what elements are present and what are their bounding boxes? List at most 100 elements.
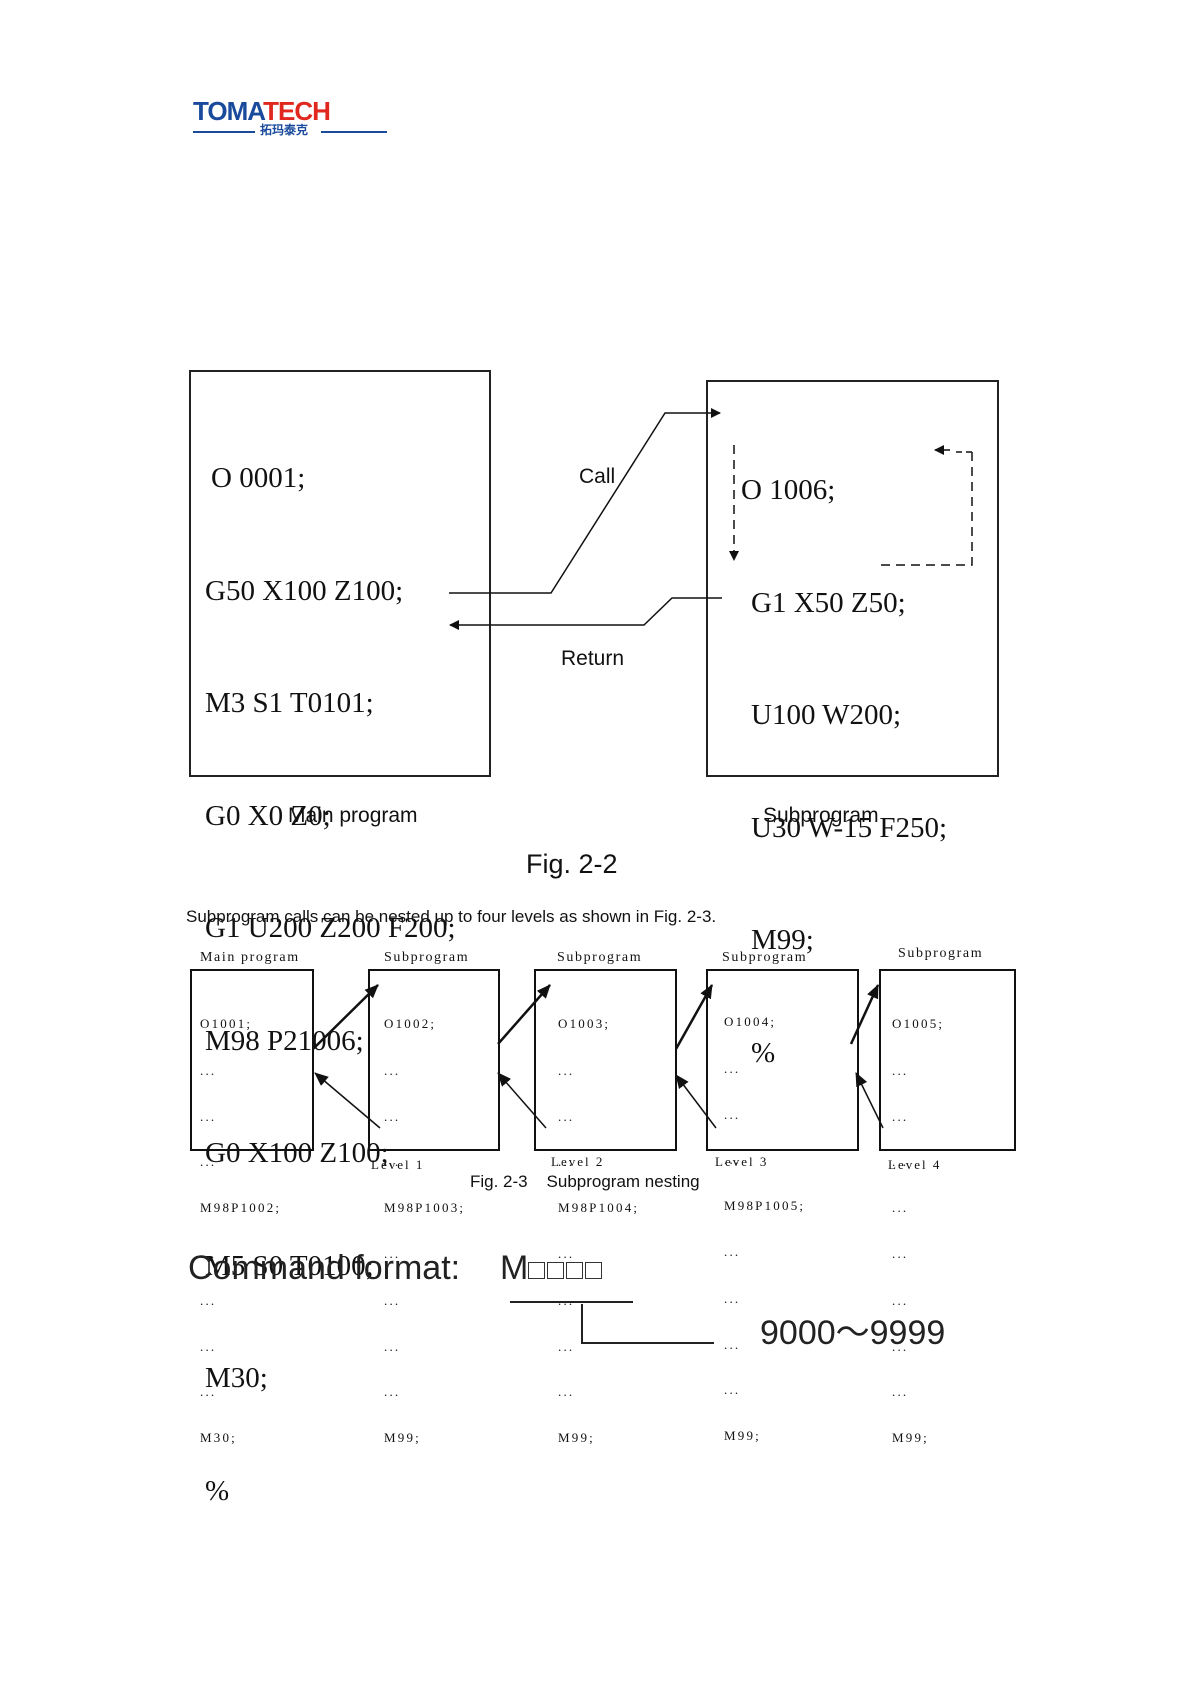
return-arrow (449, 597, 722, 630)
call-label: Call (579, 465, 616, 488)
code-line: ... (384, 1339, 401, 1354)
code-line: G50 X100 Z100; (205, 574, 404, 607)
code-line: ... (200, 1246, 217, 1261)
nest-return-arrow-3 (675, 1074, 717, 1129)
level-label-4: Level 4 (888, 1157, 942, 1172)
code-line: % (751, 1036, 776, 1069)
code-line: M99; (384, 1429, 421, 1445)
code-line: ... (558, 1109, 575, 1124)
code-line: ... (384, 1109, 401, 1124)
code-line: M99; (724, 1427, 761, 1443)
code-line: M99; (558, 1429, 595, 1445)
digit-placeholder-box (566, 1262, 584, 1279)
code-line: ... (724, 1244, 741, 1259)
code-line: ... (384, 1292, 401, 1308)
col-head-sub4: Subprogram (898, 946, 984, 961)
code-line: ... (384, 1062, 401, 1078)
loop-dashed-right (880, 452, 973, 566)
logo-rule-left (193, 131, 255, 133)
code-line: ... (892, 1292, 909, 1308)
nest-box-main: O1001; ... ... ... M98P1002; ... ... ...… (190, 969, 314, 1445)
code-line: M99; (892, 1429, 929, 1445)
nest-box-level4: O1005; ... ... ... ... ... ... ... ... M… (879, 969, 1016, 1445)
code-line: ... (724, 1107, 741, 1122)
main-program-box: O 0001; G50 X100 Z100; M3 S1 T0101; G0 X… (189, 370, 491, 1507)
nest-code-level1: O1002; ... ... ... M98P1003; ... ... ...… (384, 985, 465, 1476)
code-line: ... (200, 1062, 217, 1078)
nest-return-arrow-4 (855, 1072, 884, 1129)
command-format-label: Command format: (188, 1249, 461, 1287)
col-head-sub2: Subprogram (557, 950, 643, 965)
code-line: M98P1003; (384, 1199, 466, 1215)
logo-rule-right (321, 131, 387, 133)
digit-placeholder-box (547, 1262, 565, 1279)
code-line: ... (558, 1153, 575, 1169)
code-line: ... (200, 1109, 217, 1124)
command-format-code: M (500, 1249, 604, 1288)
main-program-code: O 0001; G50 X100 Z100; M3 S1 T0101; G0 X… (205, 385, 456, 1585)
nest-call-arrow-1 (312, 984, 379, 1050)
col-head-sub3: Subprogram (722, 950, 808, 965)
return-label: Return (561, 647, 625, 670)
code-line: ... (200, 1153, 217, 1169)
col-head-main: Main program (200, 950, 300, 965)
code-line: G1 X50 Z50; (751, 586, 906, 619)
code-line: ... (558, 1339, 575, 1354)
digit-placeholder-box (585, 1262, 603, 1279)
code-line: ... (200, 1383, 217, 1399)
code-line: M98P1002; (200, 1199, 282, 1215)
nest-return-arrow-2 (497, 1072, 547, 1129)
code-line: O 0001; (211, 462, 306, 494)
code-line: ... (724, 1381, 741, 1397)
code-line: O1005; (892, 1016, 945, 1031)
code-line: O1002; (384, 1016, 437, 1031)
col-head-sub1: Subprogram (384, 950, 470, 965)
code-line: M98P1004; (558, 1199, 640, 1215)
code-line: G1 U200 Z200 F200; (205, 912, 456, 944)
command-range: 9000～9999 (760, 1314, 946, 1352)
code-line: ... (724, 1060, 741, 1076)
command-letter: M (500, 1249, 529, 1287)
code-line: M30; (200, 1429, 237, 1445)
code-line: U100 W200; (751, 699, 902, 731)
nesting-paragraph: Subprogram calls can be nested up to fou… (186, 907, 717, 926)
nest-call-arrow-2 (497, 984, 551, 1045)
code-line: ... (200, 1292, 217, 1308)
subprogram-caption: Subprogram (763, 804, 879, 827)
code-line: U30 W-15 F250; (751, 811, 948, 844)
code-line: G0 X0 Z0; (205, 799, 331, 832)
code-line: ... (892, 1199, 909, 1215)
code-line: ... (558, 1292, 575, 1308)
digit-placeholder-box (528, 1262, 546, 1279)
nest-code-level2: O1003; ... ... ... M98P1004; ... ... ...… (558, 985, 639, 1476)
code-line: % (205, 1474, 230, 1507)
code-line: M5 S0 T0100; (205, 1249, 374, 1282)
code-line: ... (384, 1383, 401, 1399)
nest-box-level2: O1003; ... ... ... M98P1004; ... ... ...… (534, 969, 677, 1445)
level-label-3: Level 3 (715, 1154, 769, 1169)
code-line: O1004; (724, 1014, 777, 1029)
code-line: O1001; (200, 1016, 253, 1031)
nest-call-arrow-4 (849, 984, 880, 1045)
company-logo: TOMATECH 拓玛泰克 (193, 98, 388, 140)
level-label-2: Level 2 (551, 1154, 605, 1169)
fig-2-3-title: Fig. 2-3 Subprogram nesting (470, 1172, 700, 1191)
nest-code-level4: O1005; ... ... ... ... ... ... ... ... M… (892, 985, 944, 1476)
code-line: ... (384, 1153, 401, 1169)
code-line: M30; (205, 1362, 268, 1394)
code-line: O 1006; (741, 474, 836, 506)
code-line: O1003; (558, 1016, 611, 1031)
code-line: ... (558, 1246, 575, 1261)
code-line: ... (558, 1062, 575, 1078)
subprogram-box: O 1006; G1 X50 Z50; U100 W200; U30 W-15 … (706, 380, 999, 1069)
subprogram-code: O 1006; G1 X50 Z50; U100 W200; U30 W-15 … (741, 397, 947, 1147)
code-line: M98P1005; (724, 1197, 806, 1213)
nest-box-level1: O1002; ... ... ... M98P1003; ... ... ...… (368, 969, 500, 1445)
code-line: ... (892, 1109, 909, 1124)
code-line: ... (724, 1337, 741, 1352)
fig-2-2-title: Fig. 2-2 (526, 849, 618, 879)
code-line: M99; (751, 924, 814, 956)
code-line: ... (558, 1383, 575, 1399)
main-program-caption: Main program (288, 804, 418, 827)
